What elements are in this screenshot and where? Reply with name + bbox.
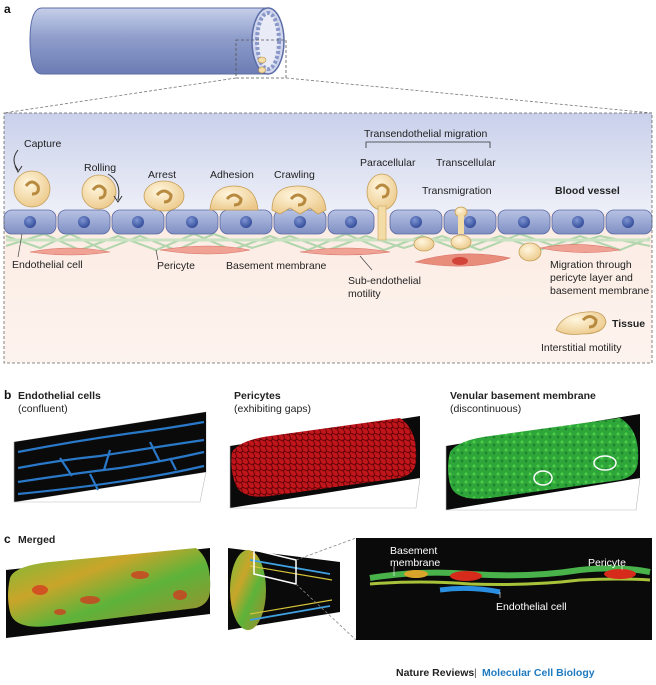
label-paracellular: Paracellular bbox=[360, 157, 416, 169]
label-confluent: (confluent) bbox=[18, 403, 68, 415]
leukocyte-migrating bbox=[518, 242, 542, 262]
label-migration-2: pericyte layer and bbox=[550, 272, 633, 284]
leukocyte-migration-schematic: Capture Rolling Arrest Adhesion Crawling… bbox=[3, 112, 653, 364]
label-blood-vessel: Blood vessel bbox=[555, 185, 620, 197]
leukocyte-capture bbox=[13, 170, 51, 208]
label-pericyte: Pericyte bbox=[157, 260, 195, 272]
label-tissue: Tissue bbox=[612, 318, 645, 330]
rolling-arrow bbox=[107, 173, 120, 201]
endothelial-nuclei bbox=[24, 216, 634, 228]
label-subendothelial-2: motility bbox=[348, 288, 381, 300]
panel-c-letter: c bbox=[4, 532, 11, 546]
footer-separator: | bbox=[474, 667, 477, 679]
label-endothelial-cell-c: Endothelial cell bbox=[496, 601, 567, 613]
leukocyte-interstitial bbox=[555, 311, 607, 335]
leukocyte-paracellular bbox=[366, 173, 398, 241]
label-pericyte-c: Pericyte bbox=[588, 557, 626, 569]
label-pericytes-title: Pericytes bbox=[234, 390, 281, 402]
leukocyte-rolling bbox=[81, 174, 117, 210]
journal-footer: Nature Reviews | Molecular Cell Biology bbox=[396, 667, 595, 679]
footer-subject: Molecular Cell Biology bbox=[482, 667, 595, 679]
label-exhibiting-gaps: (exhibiting gaps) bbox=[234, 403, 311, 415]
label-basement-membrane: Basement membrane bbox=[226, 260, 327, 272]
image-pericytes bbox=[229, 416, 421, 509]
label-merged: Merged bbox=[18, 534, 55, 546]
image-merged-vessel bbox=[6, 548, 211, 638]
label-endothelial-cell: Endothelial cell bbox=[12, 259, 83, 271]
label-interstitial-motility: Interstitial motility bbox=[541, 342, 622, 354]
label-migration-1: Migration through bbox=[550, 259, 632, 271]
label-adhesion: Adhesion bbox=[210, 169, 254, 181]
image-merged-cross-section bbox=[228, 548, 340, 630]
leukocyte-adhesion bbox=[209, 185, 259, 211]
leukocyte-transcellular bbox=[450, 206, 472, 250]
label-discontinuous: (discontinuous) bbox=[450, 403, 521, 415]
panel-b-letter: b bbox=[4, 388, 11, 402]
leukocyte-arrest bbox=[143, 180, 185, 212]
leukocyte-subendothelial bbox=[413, 236, 435, 252]
label-transcellular: Transcellular bbox=[436, 157, 496, 169]
leukocyte-crawling bbox=[271, 185, 327, 215]
pericyte-layer bbox=[29, 244, 621, 267]
label-basement-membrane-c2: membrane bbox=[390, 557, 440, 569]
label-capture: Capture bbox=[24, 138, 62, 150]
image-merged-zoom: Basement membrane Pericyte Endothelial c… bbox=[356, 538, 652, 640]
vessel-tube-illustration bbox=[29, 7, 287, 79]
label-transmigration: Transmigration bbox=[422, 185, 492, 197]
label-venular-bm-title: Venular basement membrane bbox=[450, 390, 596, 402]
image-endothelial-cells bbox=[13, 411, 207, 503]
label-crawling: Crawling bbox=[274, 169, 315, 181]
label-basement-membrane-c1: Basement bbox=[390, 545, 437, 557]
panel-a-letter: a bbox=[4, 2, 11, 16]
label-migration-3: basement membrane bbox=[550, 285, 649, 297]
image-venular-basement-membrane bbox=[445, 414, 641, 511]
footer-journal: Nature Reviews bbox=[396, 667, 474, 679]
transendothelial-bracket bbox=[365, 141, 491, 148]
label-endothelial-cells-title: Endothelial cells bbox=[18, 390, 101, 402]
label-arrest: Arrest bbox=[148, 169, 176, 181]
label-subendothelial-1: Sub-endothelial bbox=[348, 275, 421, 287]
label-rolling: Rolling bbox=[84, 162, 116, 174]
capture-arrow bbox=[13, 149, 19, 171]
label-transendothelial-migration: Transendothelial migration bbox=[364, 128, 488, 140]
